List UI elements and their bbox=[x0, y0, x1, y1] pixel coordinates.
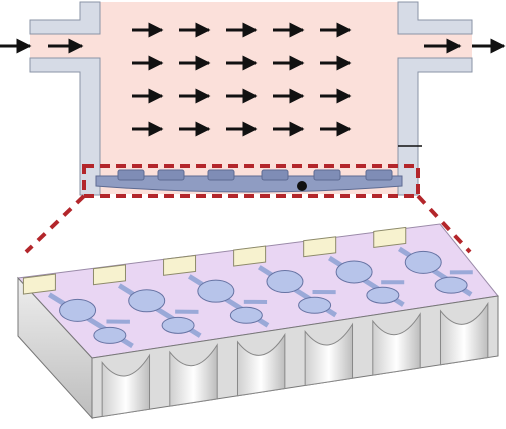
electrode bbox=[161, 316, 195, 334]
electrode bbox=[335, 260, 373, 284]
electrode bbox=[434, 276, 468, 294]
contact-pad bbox=[233, 245, 267, 267]
contact-pad bbox=[22, 273, 56, 295]
flow-chamber bbox=[0, 1, 506, 198]
right-wall-lower bbox=[397, 57, 473, 196]
left-wall-lower bbox=[29, 57, 101, 196]
chip-scallops bbox=[101, 301, 489, 418]
electrode bbox=[266, 270, 304, 294]
electrode bbox=[59, 298, 97, 322]
chip-scallop bbox=[236, 332, 286, 397]
electrode bbox=[229, 306, 263, 324]
bottom-electrode-bumps bbox=[117, 169, 393, 181]
chip-scallop bbox=[101, 353, 151, 418]
chip-scallop bbox=[304, 322, 354, 387]
sensor-chip bbox=[16, 223, 499, 420]
zoom-line-left bbox=[24, 194, 86, 254]
contact-pad bbox=[303, 236, 337, 258]
chip-scallop bbox=[439, 301, 489, 366]
flow-arrows bbox=[132, 22, 352, 137]
electrode bbox=[298, 296, 332, 314]
electrode bbox=[93, 326, 127, 344]
electrode bbox=[404, 250, 442, 274]
contact-pad bbox=[163, 254, 197, 276]
sensor-dot bbox=[297, 181, 307, 191]
chip-scallop bbox=[169, 343, 218, 407]
electrode bbox=[128, 289, 166, 313]
left-wall bbox=[29, 1, 101, 35]
chip-channels bbox=[22, 226, 473, 349]
right-wall bbox=[397, 1, 473, 35]
zoom-region-box bbox=[82, 164, 420, 198]
electrode bbox=[366, 286, 400, 304]
zoom-line-right bbox=[416, 194, 472, 254]
contact-pad bbox=[92, 264, 126, 286]
contact-pad bbox=[373, 226, 407, 248]
electrode bbox=[197, 279, 235, 303]
chip-scallop bbox=[372, 312, 421, 376]
